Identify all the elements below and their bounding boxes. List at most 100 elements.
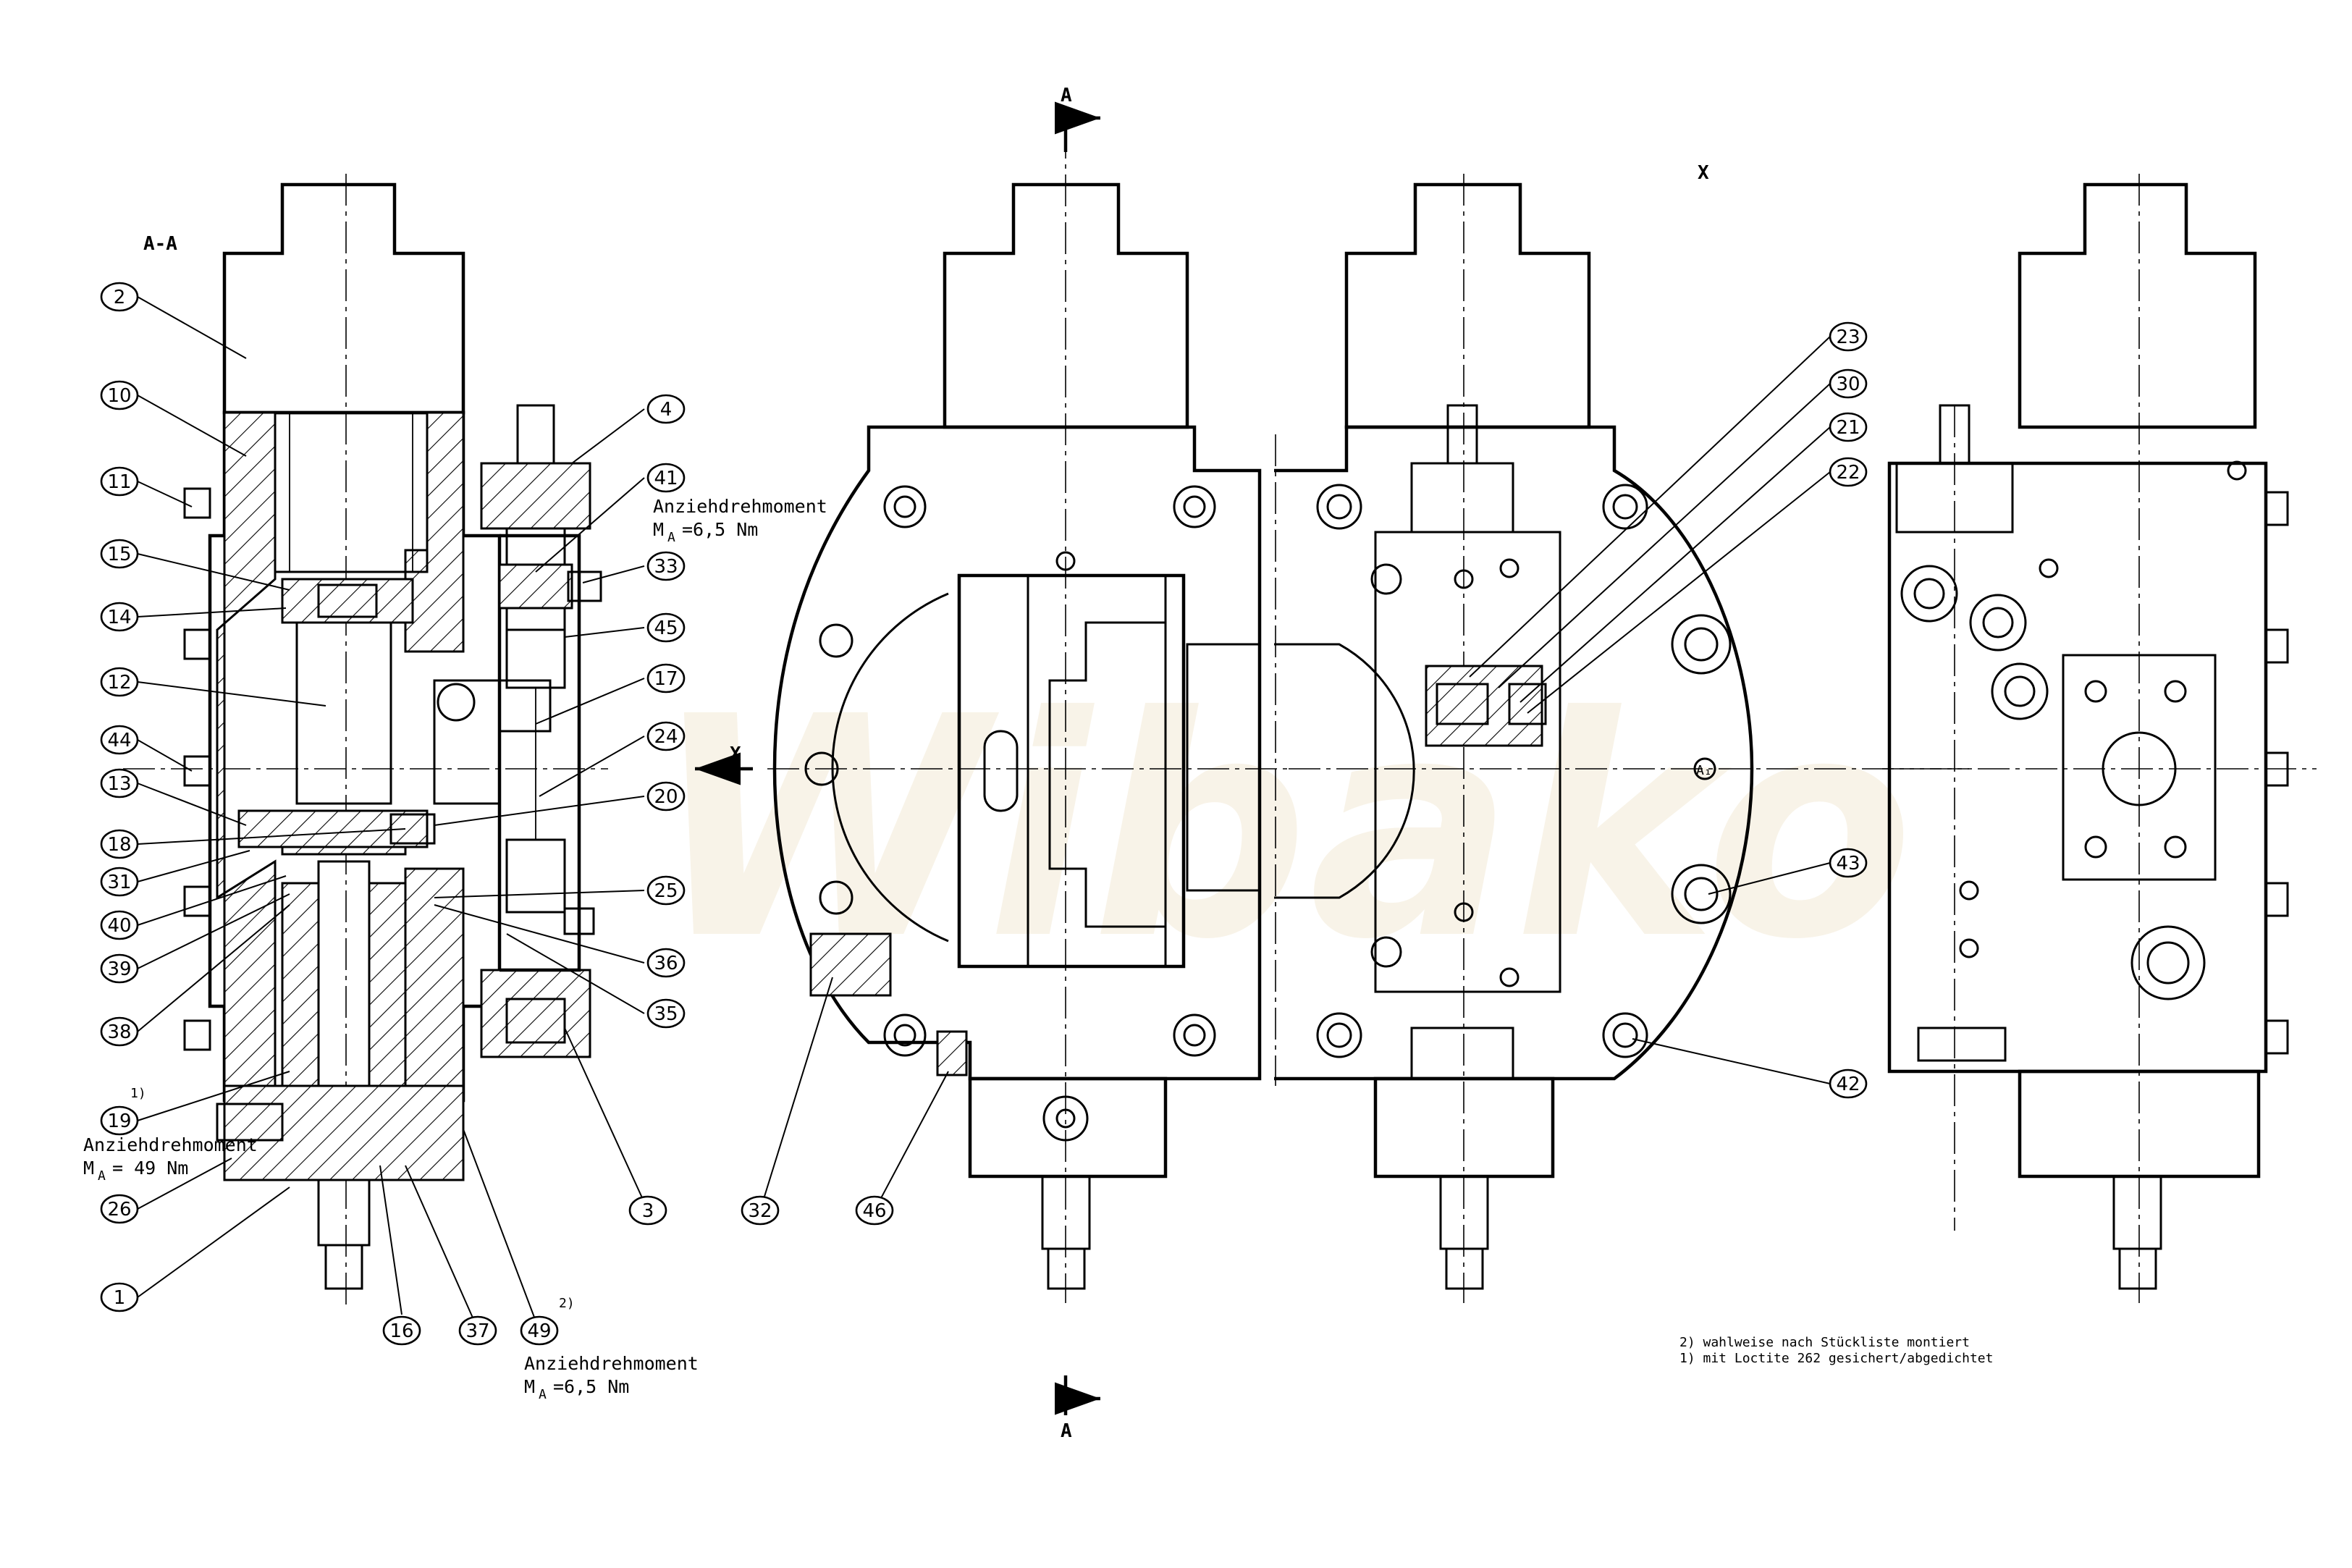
torque-note-2: Anziehdrehmoment M A = 49 Nm (83, 1134, 258, 1184)
callout-number: 18 (107, 834, 131, 856)
callout-42: 42 (1829, 1068, 1868, 1099)
footnotes: 2) wahlweise nach Stückliste montiert 1)… (1679, 1335, 1993, 1366)
section-title: A-A (143, 233, 177, 255)
callout-20: 20 (646, 781, 686, 812)
callout-12: 12 (100, 667, 139, 697)
callout-number: 24 (654, 726, 678, 748)
callout-number: 23 (1836, 326, 1860, 348)
callout-number: 43 (1836, 853, 1860, 874)
callout-21: 21 (1829, 412, 1868, 442)
svg-text:A: A (667, 530, 675, 545)
svg-text:=6,5 Nm: =6,5 Nm (553, 1376, 629, 1397)
section-mark-top: A (1055, 85, 1100, 152)
callout-number: 13 (107, 773, 131, 795)
callout-number: 15 (107, 544, 131, 565)
callout-number: 31 (107, 872, 131, 893)
callout-3: 3 (628, 1195, 667, 1226)
torque-note-1: Anziehdrehmoment M A =6,5 Nm (653, 496, 827, 545)
callout-number: 44 (107, 730, 131, 751)
callout-number: 4 (660, 399, 673, 421)
callout-number: 33 (654, 556, 678, 578)
callout-11: 11 (100, 466, 139, 497)
callout-number: 3 (642, 1200, 654, 1222)
callout-number: 20 (654, 786, 678, 808)
arrow-x-label: X (730, 743, 741, 765)
leader-lines (137, 296, 1831, 1331)
callout-1: 1 (100, 1282, 139, 1312)
callout-number: 1 (114, 1287, 126, 1309)
svg-text:M: M (83, 1158, 94, 1179)
callout-33: 33 (646, 551, 686, 581)
callout-23: 23 (1829, 321, 1868, 352)
callout-number: 36 (654, 953, 678, 974)
callout-number: 14 (107, 607, 131, 628)
callout-number: 22 (1836, 462, 1860, 484)
callout-36: 36 (646, 948, 686, 978)
svg-text:=6,5 Nm: =6,5 Nm (682, 519, 758, 540)
footnote-ref-49: 2) (559, 1296, 575, 1311)
callout-number: 37 (465, 1320, 489, 1342)
callout-number: 42 (1836, 1074, 1860, 1095)
callout-32: 32 (741, 1195, 780, 1226)
callout-18: 18 (100, 829, 139, 859)
callout-37: 37 (458, 1315, 497, 1346)
callout-number: 26 (107, 1199, 131, 1221)
callout-number: 21 (1836, 417, 1860, 439)
callout-39: 39 (100, 953, 139, 984)
svg-text:Anziehdrehmoment: Anziehdrehmoment (653, 496, 827, 517)
callout-19: 19 (100, 1105, 139, 1136)
torque-note-3: Anziehdrehmoment M A =6,5 Nm (524, 1353, 699, 1402)
callout-number: 19 (107, 1110, 131, 1132)
section-mark-bottom: A (1055, 1375, 1100, 1442)
callout-4: 4 (646, 394, 686, 424)
callout-number: 45 (654, 617, 678, 639)
callout-14: 14 (100, 602, 139, 632)
svg-text:2) wahlweise nach Stückliste m: 2) wahlweise nach Stückliste montiert (1679, 1335, 1970, 1350)
callout-16: 16 (382, 1315, 421, 1346)
callout-number: 30 (1836, 374, 1860, 395)
svg-text:Anziehdrehmoment: Anziehdrehmoment (524, 1353, 699, 1374)
callout-number: 2 (114, 287, 126, 308)
callout-31: 31 (100, 867, 139, 897)
callout-44: 44 (100, 725, 139, 755)
callouts: 2 10 11 15 14 12 44 13 18 31 40 39 38 19 26 1 16 37 49 3 4 41… (100, 282, 1868, 1346)
callout-43: 43 (1829, 848, 1868, 878)
callout-30: 30 (1829, 368, 1868, 399)
callout-number: 17 (654, 668, 678, 690)
callout-49: 49 (520, 1315, 559, 1346)
callout-number: 49 (527, 1320, 551, 1342)
side-view (1882, 174, 2317, 1303)
callout-number: 46 (862, 1200, 886, 1222)
callout-10: 10 (100, 380, 139, 410)
footnote-ref-19: 1) (130, 1086, 146, 1101)
callout-number: 40 (107, 915, 131, 937)
callout-15: 15 (100, 539, 139, 569)
svg-text:A: A (98, 1168, 106, 1184)
port-label: A₁ (1696, 763, 1712, 778)
callout-46: 46 (855, 1195, 894, 1226)
callout-number: 12 (107, 672, 131, 694)
svg-text:M: M (653, 519, 664, 540)
callout-number: 41 (654, 468, 678, 489)
callout-41: 41 (646, 463, 686, 493)
svg-text:Anziehdrehmoment: Anziehdrehmoment (83, 1134, 258, 1155)
callout-13: 13 (100, 768, 139, 798)
svg-text:A: A (539, 1387, 547, 1402)
callout-24: 24 (646, 721, 686, 751)
section-view-a-a: A-A (123, 174, 753, 1310)
callout-number: 10 (107, 385, 131, 407)
callout-40: 40 (100, 910, 139, 940)
svg-text:M: M (524, 1376, 535, 1397)
view-x-letter: X (1698, 162, 1709, 184)
callout-38: 38 (100, 1016, 139, 1047)
callout-22: 22 (1829, 457, 1868, 487)
callout-25: 25 (646, 875, 686, 906)
svg-text:A: A (1061, 85, 1072, 106)
callout-35: 35 (646, 998, 686, 1029)
callout-number: 39 (107, 958, 131, 980)
callout-number: 16 (389, 1320, 413, 1342)
callout-45: 45 (646, 612, 686, 643)
callout-number: 11 (107, 471, 131, 493)
view-x: X A₁ (1274, 162, 1969, 1303)
